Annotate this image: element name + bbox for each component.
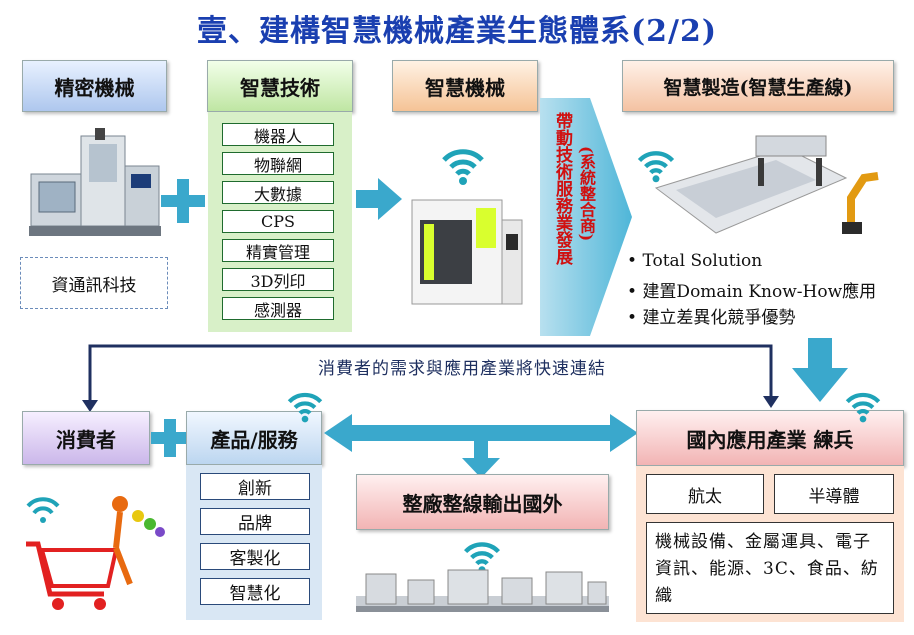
tech-item-cps: CPS (222, 210, 334, 233)
arrow-right-icon (356, 178, 402, 220)
robot-arm-icon (646, 118, 896, 248)
header-smart-machinery: 智慧機械 (392, 60, 538, 112)
bullet-item: • 建立差異化競爭優勢 (627, 308, 796, 328)
header-export: 整廠整線輸出國外 (356, 474, 609, 530)
shopping-cart-icon (20, 488, 170, 618)
domestic-aerospace: 航太 (646, 474, 764, 514)
bullet-text: 建置Domain Know-How應用 (642, 282, 877, 302)
tech-item-lean: 精實管理 (222, 239, 334, 262)
tech-item-sensor: 感測器 (222, 297, 334, 320)
wifi-icon (844, 386, 882, 424)
plus-icon (158, 176, 208, 226)
tech-item-3d-print: 3D列印 (222, 268, 334, 291)
connect-label: 消費者的需求與應用產業將快速連結 (318, 359, 606, 379)
wifi-icon (286, 386, 324, 424)
bullet-item: • 建置Domain Know-How應用 (627, 282, 877, 302)
header-domestic-industry: 國內應用產業 練兵 (636, 410, 904, 466)
wifi-icon (440, 142, 486, 186)
factory-line-icon (356, 556, 609, 622)
smart-machine-icon (402, 190, 528, 314)
product-item-customization: 客製化 (200, 543, 310, 570)
tech-item-robot: 機器人 (222, 123, 334, 146)
vertical-main-text: 帶動技術服務業發展 (552, 112, 572, 265)
header-consumer: 消費者 (22, 411, 150, 465)
header-smart-technology: 智慧技術 (207, 60, 353, 112)
bullet-text: Total Solution (642, 251, 763, 271)
product-item-innovation: 創新 (200, 473, 310, 500)
bullet-text: 建立差異化競爭優勢 (642, 308, 796, 328)
tech-item-iot: 物聯網 (222, 152, 334, 175)
arrow-down-icon (462, 428, 500, 478)
wifi-icon (636, 144, 676, 184)
bullet-item: • Total Solution (627, 251, 763, 271)
system-integrator-chevron (540, 98, 632, 336)
header-smart-manufacturing: 智慧製造(智慧生產線) (622, 60, 894, 112)
header-precision-machinery: 精密機械 (22, 60, 167, 112)
domestic-panel: 航太 半導體 機械設備、金屬運具、電子資訊、能源、3C、食品、紡織 (636, 466, 904, 622)
product-panel: 創新 品牌 客製化 智慧化 (186, 465, 322, 620)
plus-icon (148, 416, 192, 460)
header-product-service: 產品/服務 (186, 411, 322, 465)
smart-tech-panel: 機器人 物聯網 大數據 CPS 精實管理 3D列印 感測器 (208, 112, 352, 332)
domestic-other-industries: 機械設備、金屬運具、電子資訊、能源、3C、食品、紡織 (646, 522, 894, 614)
arrow-down-icon (792, 338, 848, 402)
domestic-semiconductor: 半導體 (774, 474, 894, 514)
product-item-smart: 智慧化 (200, 578, 310, 605)
vertical-sub-text: (系統整合商) (577, 146, 596, 242)
page-title: 壹、建構智慧機械產業生態體系(2/2) (196, 14, 718, 49)
ict-label: 資通訊科技 (20, 257, 168, 309)
tech-item-big-data: 大數據 (222, 181, 334, 204)
cnc-machine-icon (25, 122, 165, 250)
product-item-brand: 品牌 (200, 508, 310, 535)
